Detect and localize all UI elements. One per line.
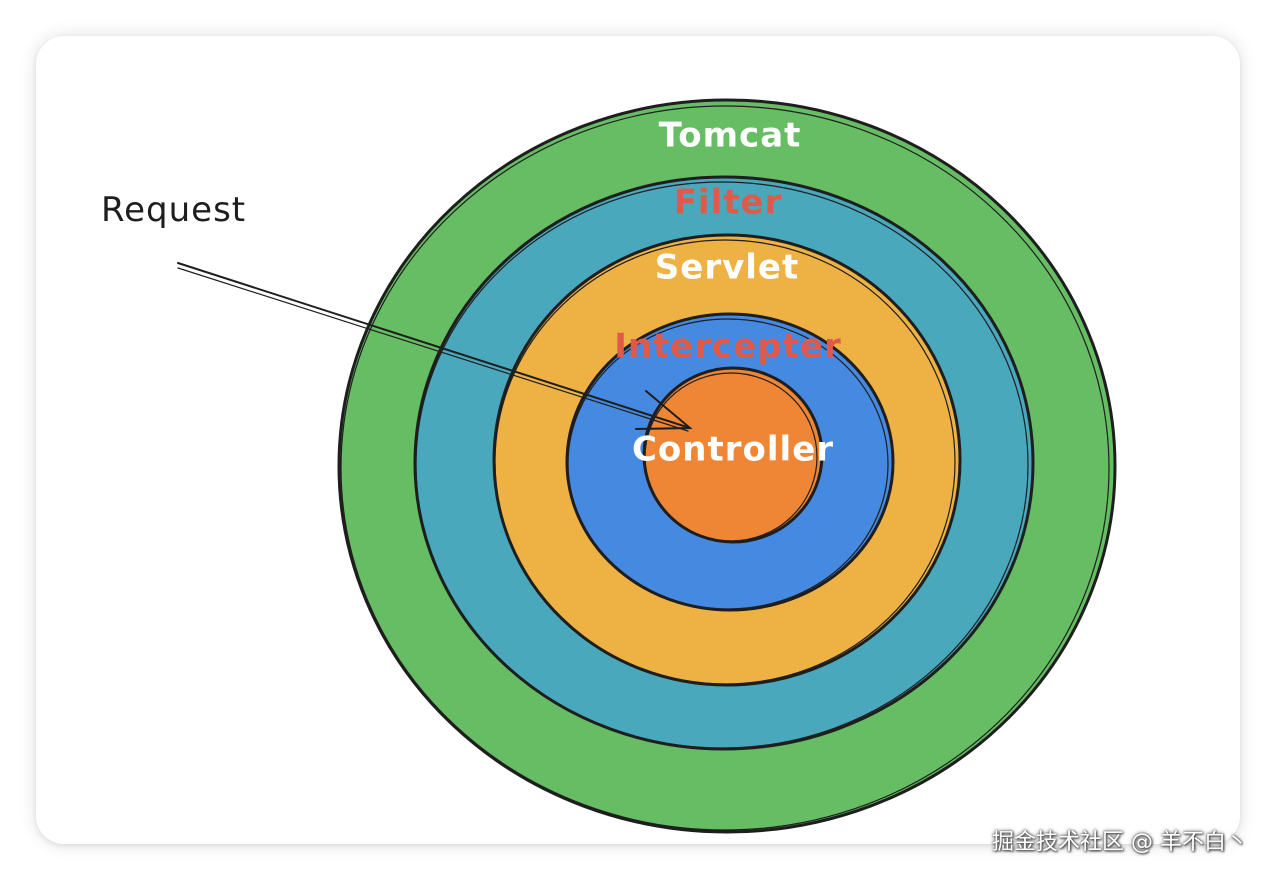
arrow-shaft	[177, 262, 691, 429]
layer-labels: Tomcat Filter Servlet Intercepter Contro…	[614, 116, 842, 470]
layer-rings	[337, 98, 1117, 834]
ring-servlet-sketch	[494, 239, 956, 685]
arrow-head	[635, 390, 693, 430]
ring-intercepter-sketch	[567, 318, 889, 610]
request-arrow	[177, 262, 693, 432]
ring-controller	[642, 366, 824, 544]
label-servlet: Servlet	[655, 248, 799, 288]
ring-controller-sketch	[644, 372, 818, 542]
watermark: 掘金技术社区 @ 羊不白丶	[992, 830, 1248, 855]
ring-filter-sketch	[415, 181, 1029, 749]
label-filter: Filter	[674, 183, 783, 223]
label-intercepter: Intercepter	[614, 327, 842, 367]
request-label: Request	[101, 190, 246, 230]
ring-tomcat-sketch	[340, 105, 1110, 831]
arrow-shaft-sketch	[177, 267, 689, 432]
label-tomcat: Tomcat	[659, 116, 802, 156]
label-controller: Controller	[632, 430, 834, 470]
